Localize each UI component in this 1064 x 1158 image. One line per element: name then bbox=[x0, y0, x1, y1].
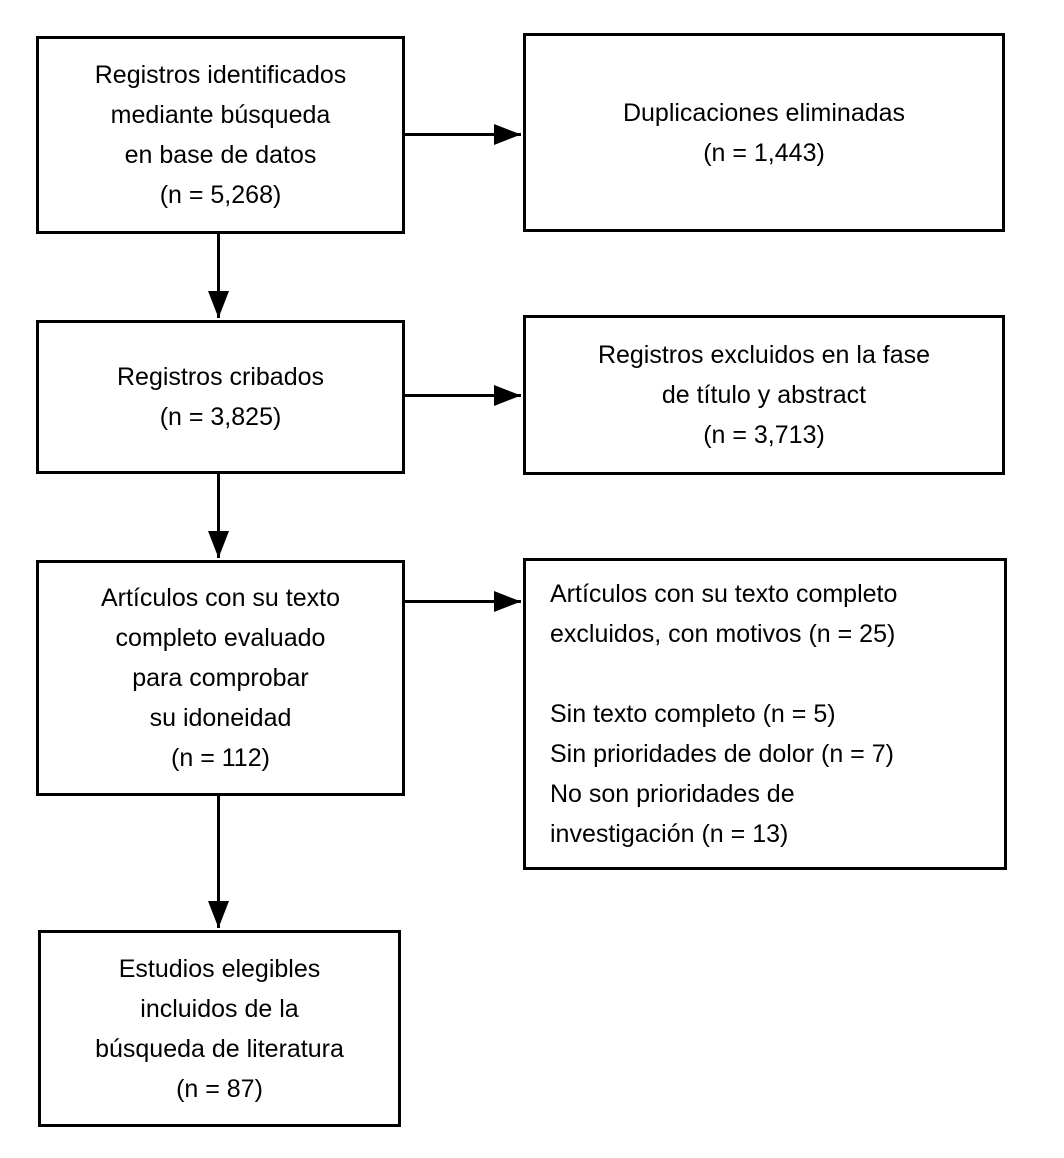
box-records-screened-text: Registros cribados (n = 3,825) bbox=[116, 363, 325, 431]
box-studies-included: Estudios elegibles incluidos de la búsqu… bbox=[38, 930, 401, 1127]
box-fulltext-assessed: Artículos con su texto completo evaluado… bbox=[36, 560, 405, 796]
box-records-excluded-title-abstract: Registros excluidos en la fase de título… bbox=[523, 315, 1005, 475]
box-records-excluded-title-abstract-text: Registros excluidos en la fase de título… bbox=[597, 341, 931, 449]
box-fulltext-excluded-text: Artículos con su texto completo excluido… bbox=[550, 580, 898, 848]
box-fulltext-assessed-text: Artículos con su texto completo evaluado… bbox=[100, 584, 340, 772]
box-duplicates-removed-text: Duplicaciones eliminadas (n = 1,443) bbox=[622, 98, 906, 167]
box-duplicates-removed: Duplicaciones eliminadas (n = 1,443) bbox=[523, 33, 1005, 232]
box-studies-included-text: Estudios elegibles incluidos de la búsqu… bbox=[95, 954, 344, 1103]
box-records-identified-text: Registros identificados mediante búsqued… bbox=[94, 61, 347, 209]
box-records-identified: Registros identificados mediante búsqued… bbox=[36, 36, 405, 234]
box-fulltext-excluded: Artículos con su texto completo excluido… bbox=[523, 558, 1007, 870]
box-records-screened: Registros cribados (n = 3,825) bbox=[36, 320, 405, 474]
